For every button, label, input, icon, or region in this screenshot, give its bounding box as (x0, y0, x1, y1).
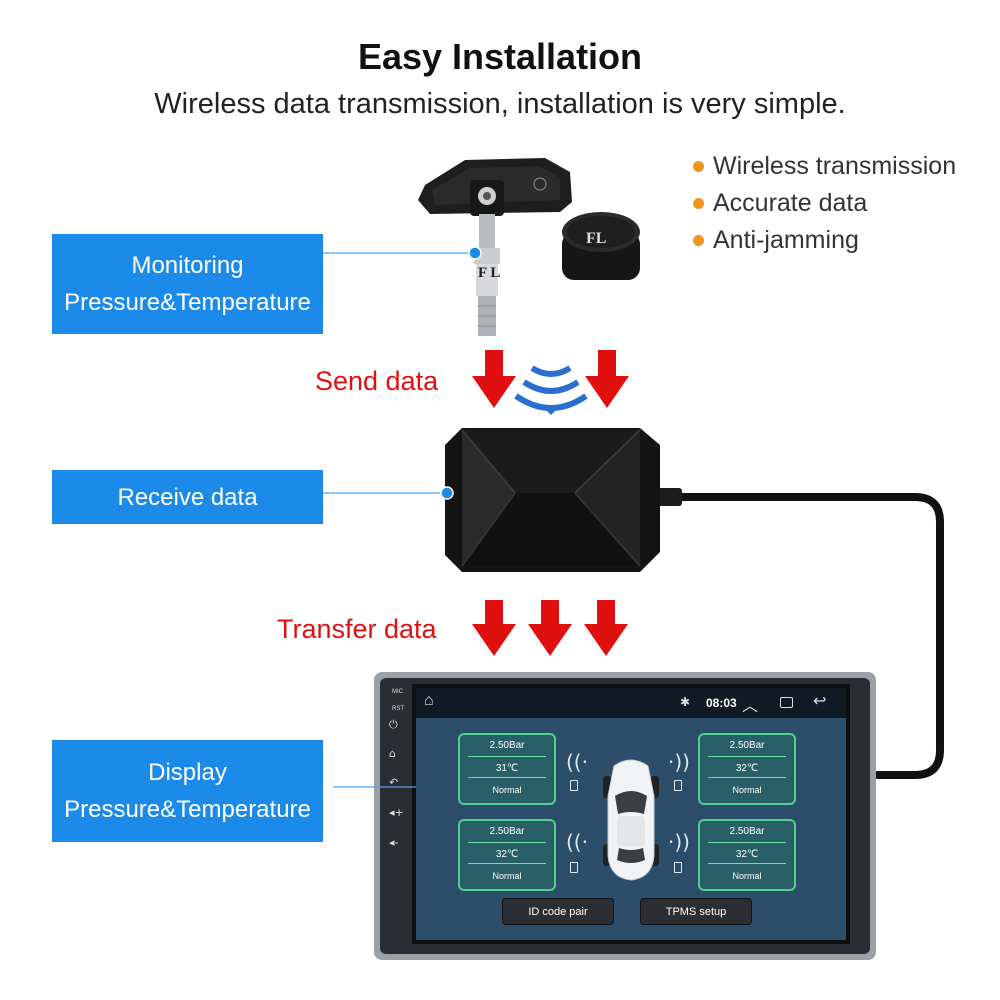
back-icon[interactable]: ↶ (389, 776, 399, 789)
transfer-arrow-2 (528, 600, 572, 656)
page-subtitle: Wireless data transmission, installation… (154, 88, 846, 120)
volume-up-icon[interactable]: ◂+ (389, 806, 404, 819)
recent-apps-icon[interactable] (780, 697, 793, 708)
cap-sensor-image (562, 212, 640, 280)
feature-label: Wireless transmission (713, 152, 957, 180)
mic-label: MIC (392, 689, 403, 695)
signal-icon: ((· (566, 830, 588, 854)
battery-icon (570, 780, 578, 791)
valve-sensor-image (418, 158, 572, 336)
tire-status: Normal (732, 785, 762, 795)
tpms-setup-button[interactable]: TPMS setup (640, 898, 752, 925)
feature-item: Wireless transmission (693, 148, 956, 185)
feature-item: Anti-jamming (693, 222, 956, 259)
signal-icon: ·)) (668, 830, 690, 854)
tire-temperature: 31℃ (468, 763, 546, 778)
callout-monitoring: Monitoring Pressure&Temperature (52, 234, 323, 334)
tire-panel-front-left: 2.50Bar 31℃ Normal (458, 733, 556, 805)
callout-line: Receive data (117, 483, 258, 511)
rst-label: RST (392, 706, 404, 712)
cap-label: FL (586, 230, 606, 247)
battery-icon (674, 862, 682, 873)
battery-icon (674, 780, 682, 791)
tire-pressure: 2.50Bar (468, 826, 546, 843)
wireless-signal-icon (514, 365, 588, 411)
battery-icon (570, 862, 578, 873)
send-data-label: Send data (315, 366, 439, 396)
feature-list: Wireless transmission Accurate data Anti… (693, 148, 956, 259)
receiver-image (445, 428, 660, 572)
callout-receive: Receive data (52, 470, 323, 524)
transfer-arrow-1 (472, 600, 516, 656)
bluetooth-icon: ✱ (680, 695, 691, 709)
send-arrow-right (585, 350, 629, 408)
page-title: Easy Installation (357, 36, 643, 77)
signal-icon: ((· (566, 750, 588, 774)
power-icon[interactable]: ⏻ (389, 718, 398, 731)
tpms-screen: ⌂ ✱ 08:03 ︿ ↩ 2.50Bar 31℃ Normal 2.50Bar… (416, 688, 846, 940)
callout-line: Pressure&Temperature (64, 289, 311, 316)
bullet-icon (693, 198, 704, 209)
transfer-arrow-3 (584, 600, 628, 656)
leader-dot-monitoring (468, 246, 482, 260)
back-nav-icon[interactable]: ↩ (813, 693, 827, 710)
feature-label: Anti-jamming (713, 226, 859, 254)
volume-down-icon[interactable]: ◂- (389, 836, 399, 849)
tire-temperature: 32℃ (708, 763, 786, 778)
tire-panel-front-right: 2.50Bar 32℃ Normal (698, 733, 796, 805)
signal-icon: ·)) (668, 750, 690, 774)
cable (656, 493, 944, 779)
transfer-data-label: Transfer data (277, 614, 437, 644)
tire-status: Normal (732, 871, 762, 881)
feature-label: Accurate data (713, 189, 868, 217)
home-icon[interactable]: ⌂ (389, 747, 396, 760)
callout-display: Display Pressure&Temperature (52, 740, 323, 842)
valve-label: F L (478, 265, 500, 281)
wireless-signal-dot (541, 405, 561, 415)
status-bar: ⌂ ✱ 08:03 ︿ ↩ (416, 688, 846, 718)
callout-line: Pressure&Temperature (64, 796, 311, 823)
leader-dot-receive (440, 486, 454, 500)
feature-item: Accurate data (693, 185, 956, 222)
expand-up-icon[interactable]: ︿ (742, 698, 759, 715)
home-nav-icon[interactable]: ⌂ (424, 692, 434, 709)
tire-status: Normal (492, 871, 522, 881)
car-top-view-icon (603, 759, 659, 881)
bullet-icon (693, 235, 704, 246)
tire-panel-rear-left: 2.50Bar 32℃ Normal (458, 819, 556, 891)
tire-pressure: 2.50Bar (708, 826, 786, 843)
tire-pressure: 2.50Bar (708, 740, 786, 757)
send-arrow-left (472, 350, 516, 408)
tire-temperature: 32℃ (468, 849, 546, 864)
tire-pressure: 2.50Bar (468, 740, 546, 757)
clock: 08:03 (706, 696, 737, 710)
tire-temperature: 32℃ (708, 849, 786, 864)
callout-line: Display (148, 759, 227, 786)
bullet-icon (693, 161, 704, 172)
id-code-pair-button[interactable]: ID code pair (502, 898, 614, 925)
tire-status: Normal (492, 785, 522, 795)
tire-panel-rear-right: 2.50Bar 32℃ Normal (698, 819, 796, 891)
callout-line: Monitoring (131, 252, 244, 279)
